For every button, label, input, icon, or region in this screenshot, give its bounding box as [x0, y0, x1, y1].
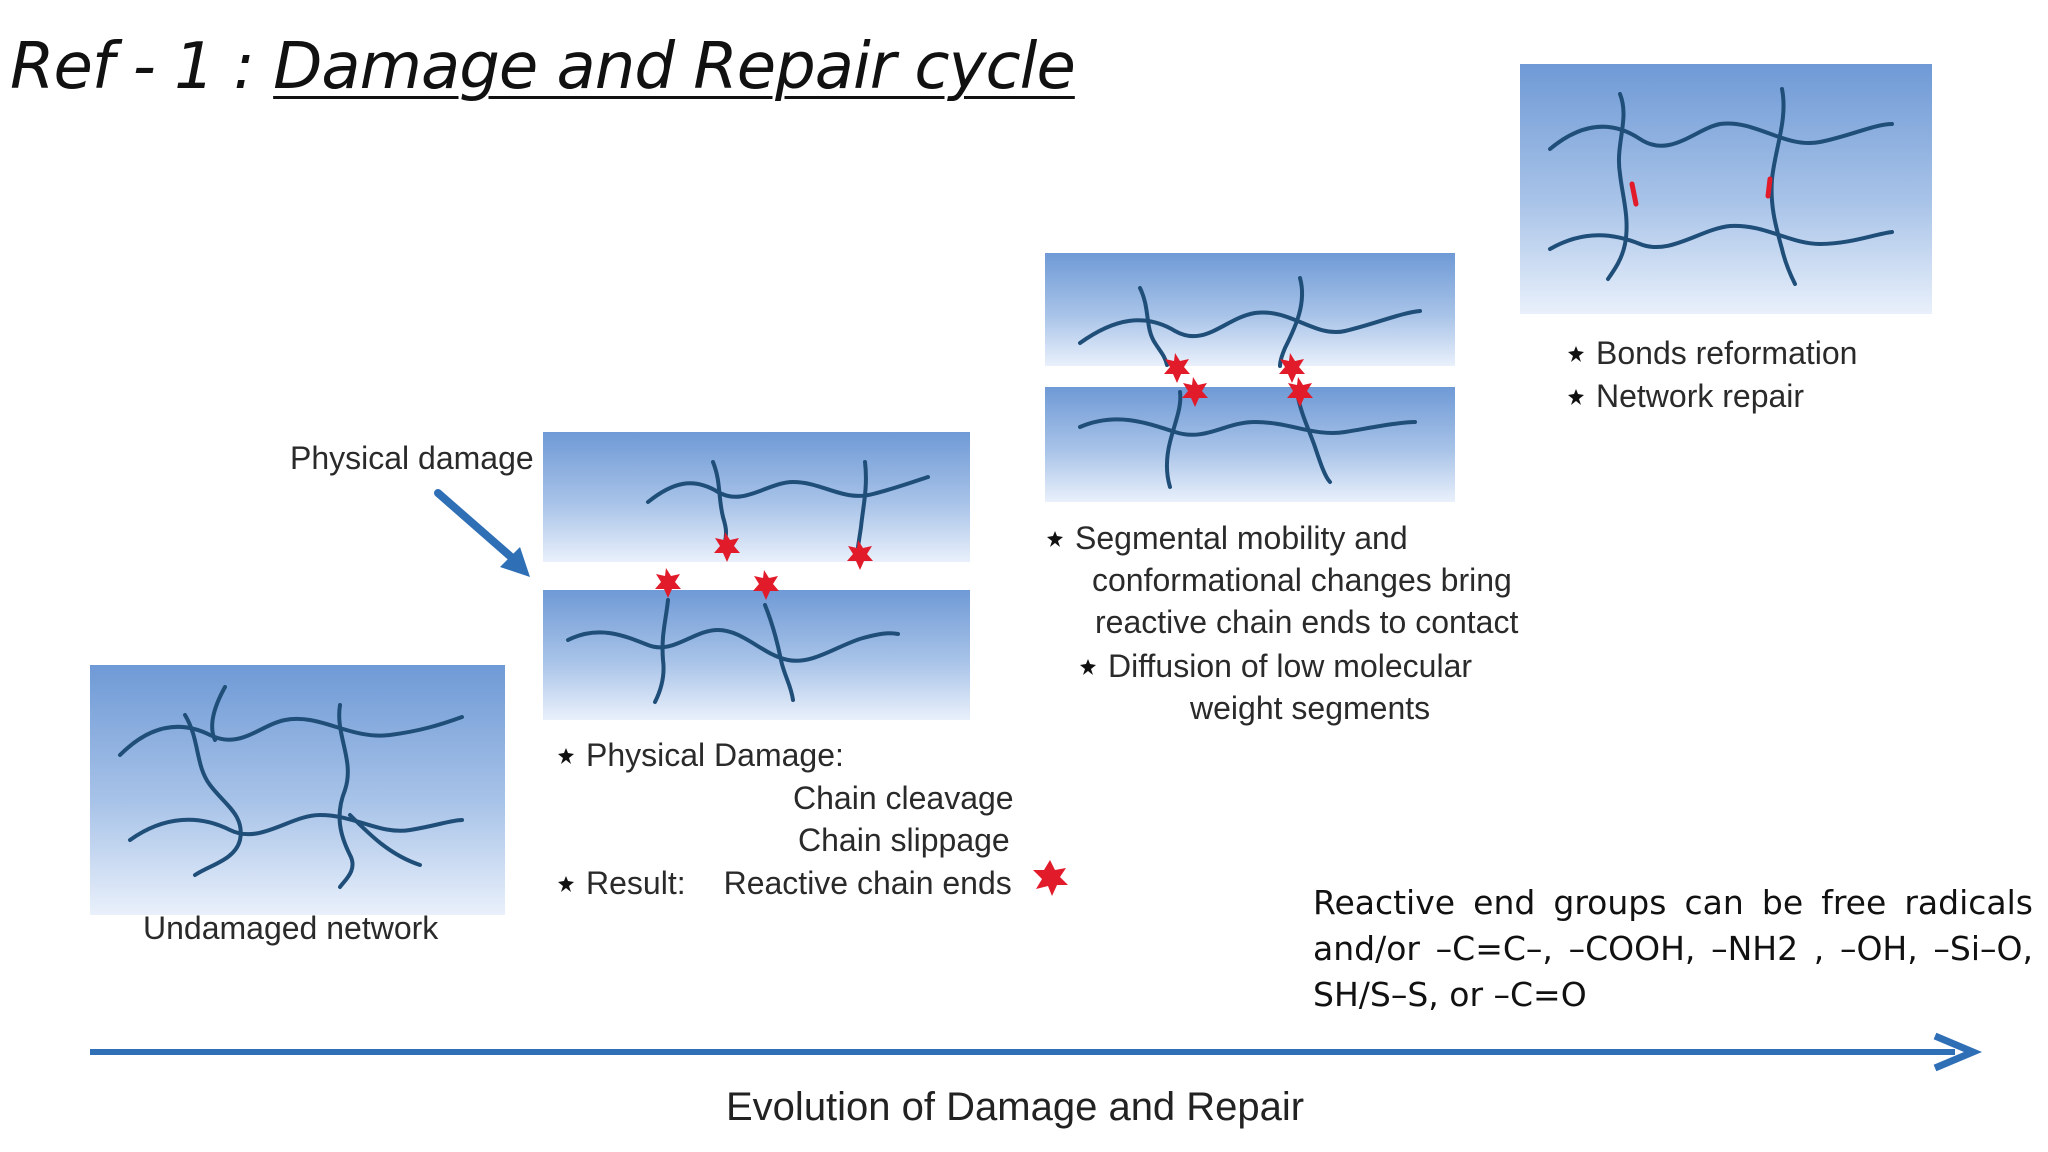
polymer-chain — [1165, 390, 1183, 489]
contact-upper-panel — [1045, 253, 1455, 383]
stage3-bullet1-line2: conformational changes bring — [1092, 562, 1512, 598]
stage2-bullet1: Physical Damage: — [558, 737, 844, 774]
polymer-chain — [1606, 92, 1629, 281]
polymer-chain — [348, 813, 422, 867]
reactive-end-icon — [1182, 377, 1208, 407]
stage2-line3: Chain slippage — [798, 822, 1010, 858]
reformed-bond-icon — [1629, 181, 1639, 207]
polymer-chain — [183, 713, 243, 877]
damaged-upper-panel — [543, 432, 970, 570]
stage4-bullet1: Bonds reformation — [1568, 335, 1857, 372]
reformed-bond-icon — [1765, 176, 1773, 199]
polymer-chain — [653, 598, 670, 704]
axis-label: Evolution of Damage and Repair — [726, 1085, 1305, 1129]
polymer-chain — [1138, 286, 1169, 367]
bullet-star-icon — [1047, 520, 1063, 557]
polymer-chain — [763, 603, 795, 702]
polymer-chain — [646, 475, 930, 504]
bullet-star-icon — [1568, 378, 1584, 415]
polymer-chain — [1295, 390, 1332, 484]
stage2-line2: Chain cleavage — [793, 780, 1014, 816]
title-separator: : — [213, 30, 274, 104]
damaged-lower-panel — [543, 568, 970, 720]
polymer-chain — [1078, 309, 1422, 345]
physical-damage-label: Physical damage — [290, 440, 534, 476]
polymer-chain — [1769, 87, 1797, 286]
polymer-chain — [210, 685, 227, 742]
polymer-chain — [1548, 121, 1894, 151]
slide-title: Ref - 1 : Damage and Repair cycle — [10, 30, 1076, 104]
stage1-caption: Undamaged network — [143, 910, 439, 946]
polymer-chain — [1278, 276, 1305, 368]
undamaged-network-diagram — [118, 685, 464, 889]
reactive-end-icon — [655, 568, 779, 600]
polymer-chain — [856, 460, 868, 549]
reactive-groups-note: Reactive end groups can be free radicals… — [1313, 883, 2033, 1014]
bullet-star-icon — [1080, 648, 1096, 685]
evolution-axis-arrow — [90, 1032, 1983, 1072]
reactive-end-legend-icon — [1033, 860, 1068, 896]
title-main: Damage and Repair cycle — [273, 30, 1076, 104]
reactive-end-icon — [1287, 377, 1313, 407]
polymer-chain — [711, 460, 729, 544]
bullet-star-icon — [558, 737, 574, 774]
polymer-chain — [337, 703, 355, 889]
polymer-chain — [566, 627, 900, 663]
damage-arrow-icon — [434, 489, 530, 577]
stage2-bullet2: Result:Reactive chain ends — [558, 865, 1012, 902]
reactive-end-icon — [1164, 353, 1190, 383]
bullet-star-icon — [558, 865, 574, 902]
reactive-end-icon — [1279, 353, 1305, 383]
reactive-end-icon — [714, 532, 873, 570]
polymer-chain — [1548, 223, 1894, 251]
stage3-bullet2-line2: weight segments — [1190, 690, 1431, 726]
polymer-chain — [1078, 417, 1417, 437]
contact-lower-panel — [1045, 377, 1455, 502]
stage3-bullet2-line1: Diffusion of low molecular — [1080, 648, 1472, 685]
polymer-chain — [118, 715, 464, 757]
polymer-chain — [128, 812, 464, 842]
stage4-bullet2: Network repair — [1568, 378, 1804, 415]
stage3-bullet1-line3: reactive chain ends to contact — [1095, 604, 1519, 640]
stage3-bullet1-line1: Segmental mobility and — [1047, 520, 1408, 557]
title-prefix: Ref - 1 — [10, 30, 215, 104]
bullet-star-icon — [1568, 335, 1584, 372]
repaired-network-panel — [1520, 64, 1932, 314]
undamaged-network-panel — [90, 665, 505, 915]
